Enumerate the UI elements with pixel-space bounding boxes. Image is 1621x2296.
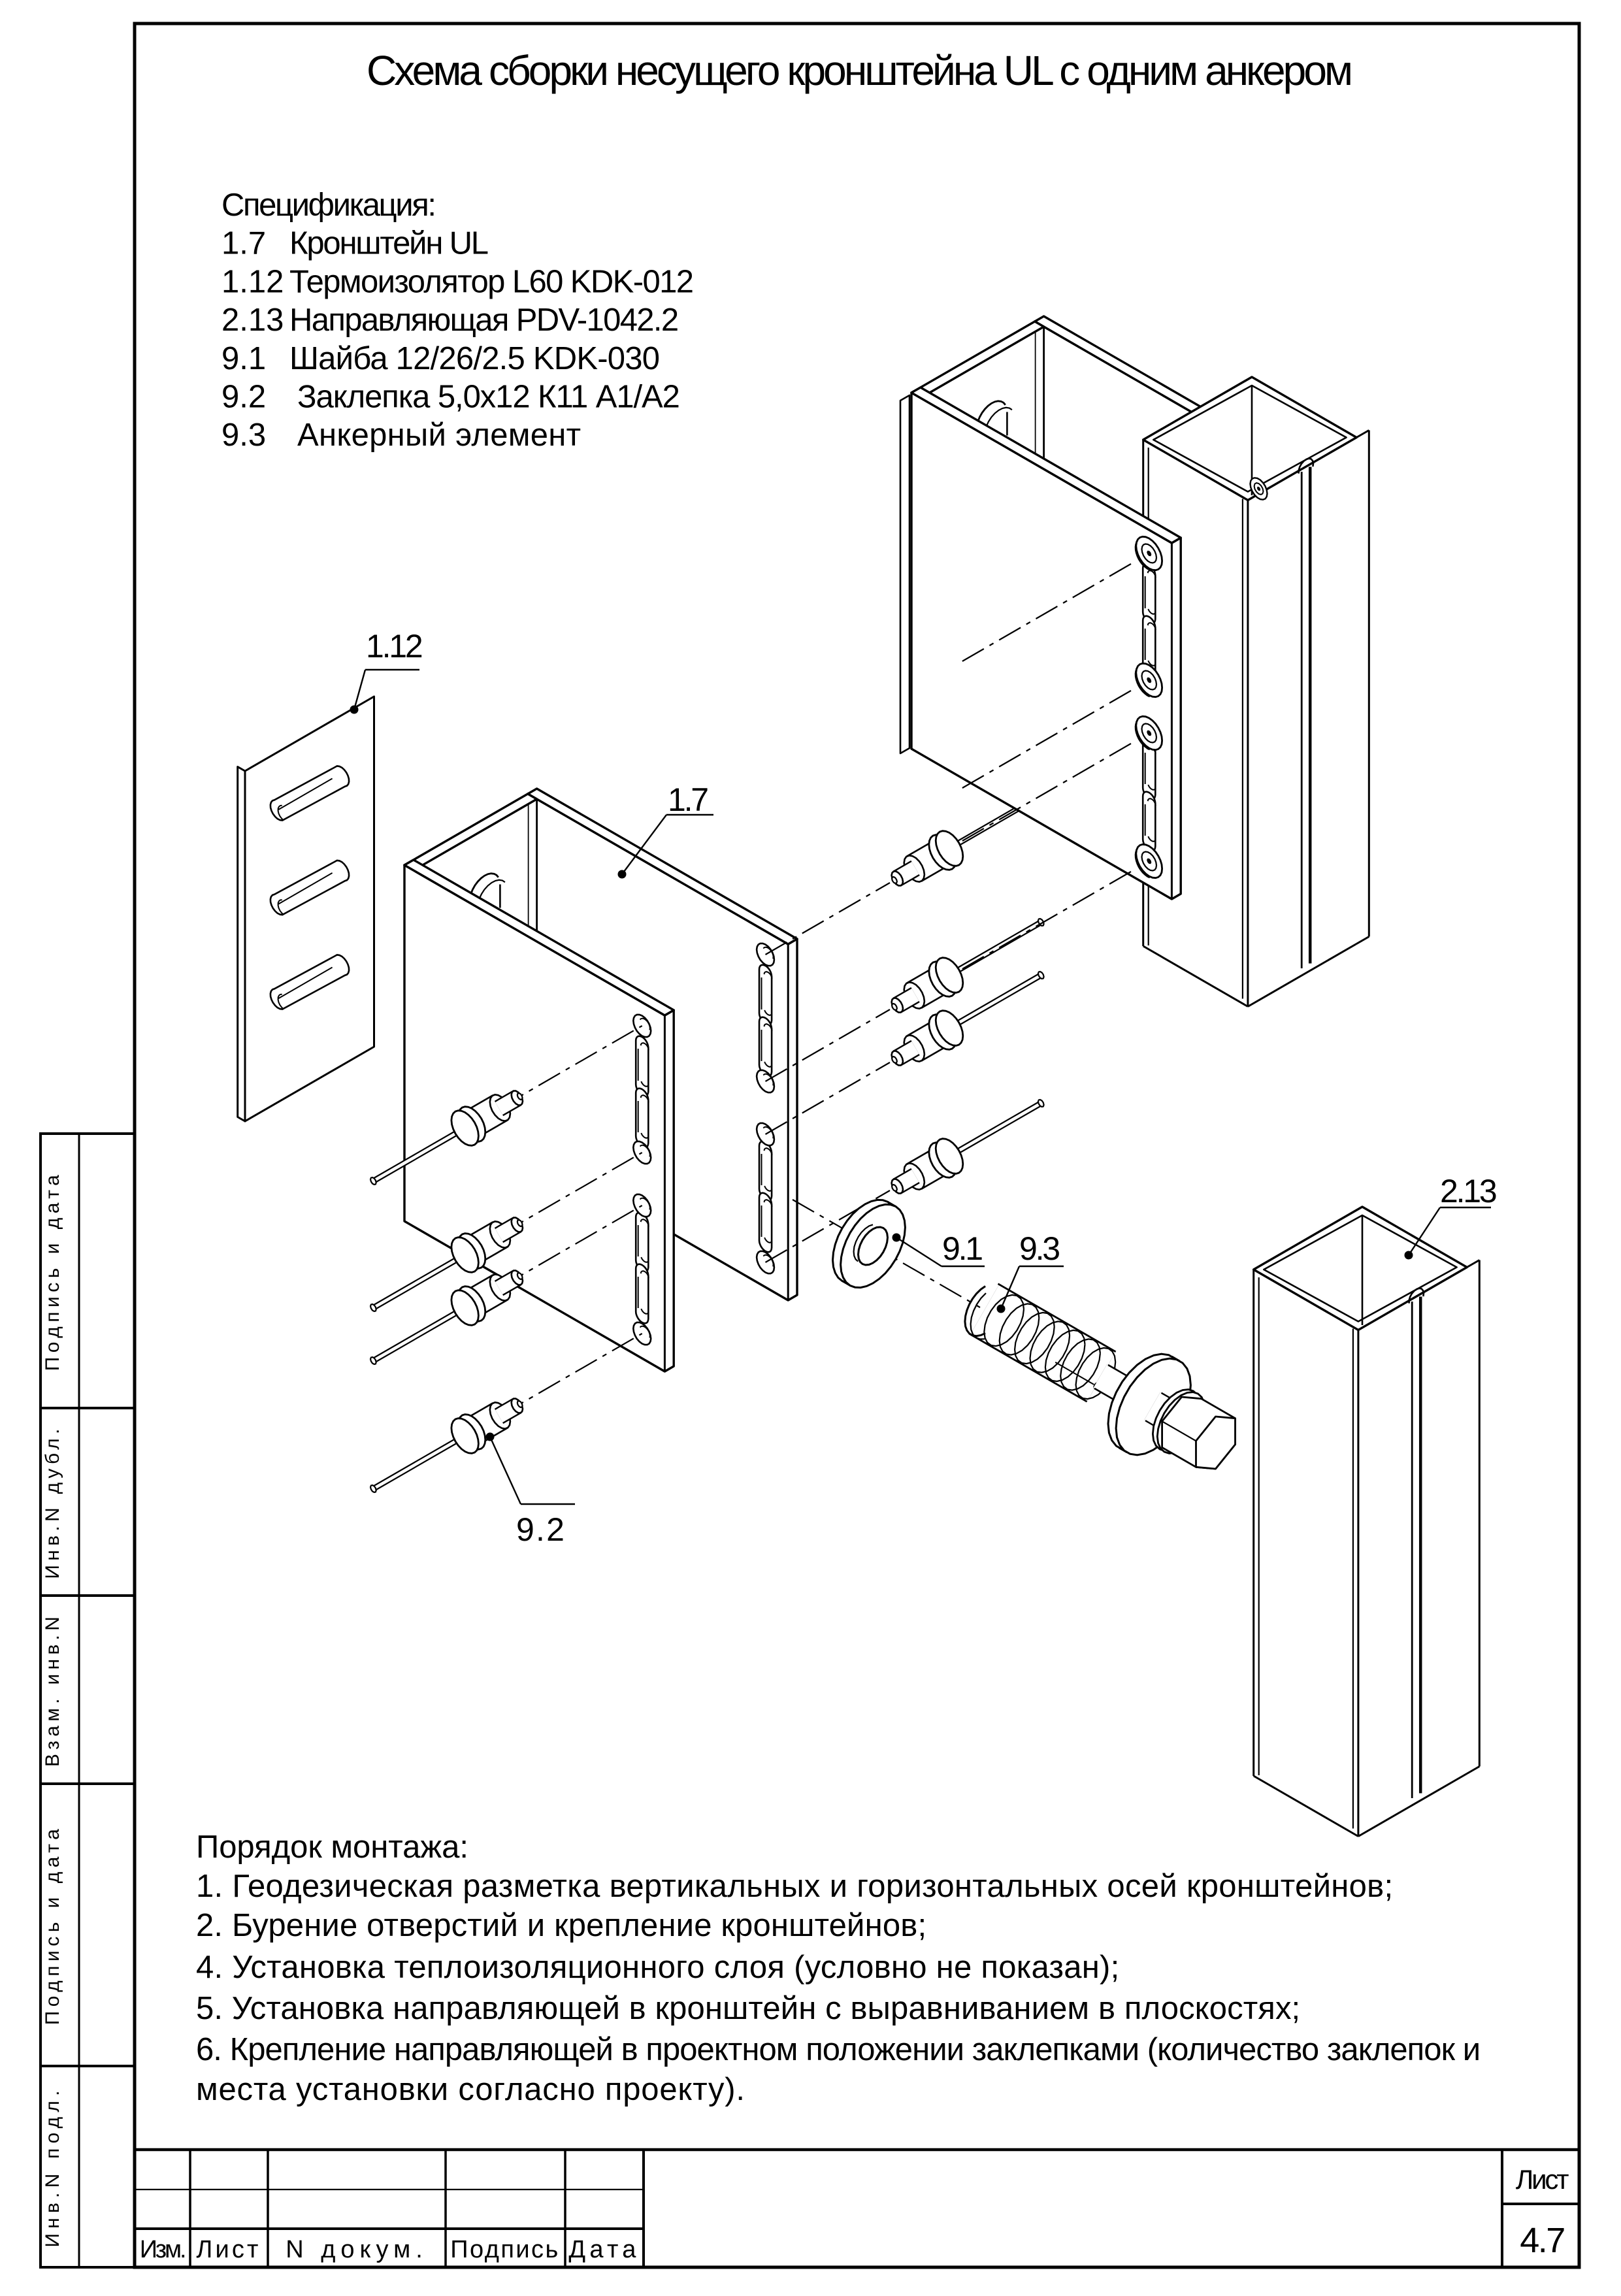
- svg-text:Кронштейн UL: Кронштейн UL: [289, 226, 488, 261]
- svg-text:Инв.N дубл.: Инв.N дубл.: [42, 1424, 63, 1579]
- svg-text:Анкерный элемент: Анкерный элемент: [297, 418, 581, 453]
- svg-text:Подпись и дата: Подпись и дата: [42, 1825, 63, 2025]
- svg-text:Шайба 12/26/2.5 KDK-030: Шайба 12/26/2.5 KDK-030: [289, 341, 659, 376]
- svg-text:места установки согласно проек: места установки согласно проекту).: [196, 2072, 745, 2107]
- svg-text:9.3: 9.3: [1019, 1230, 1059, 1267]
- svg-text:1. Геодезическая разметка верт: 1. Геодезическая разметка вертикальных и…: [196, 1869, 1393, 1904]
- svg-text:2.13: 2.13: [221, 303, 284, 338]
- svg-text:5. Установка направляющей в кр: 5. Установка направляющей в кронштейн с …: [196, 1991, 1300, 2026]
- svg-text:9.2: 9.2: [221, 380, 266, 415]
- svg-text:Подпись: Подпись: [450, 2236, 559, 2263]
- svg-text:Термоизолятор L60 KDK-012: Термоизолятор L60 KDK-012: [289, 264, 693, 299]
- svg-text:4. Установка теплоизоляционног: 4. Установка теплоизоляционного слоя (ус…: [196, 1950, 1120, 1985]
- svg-text:Изм.: Изм.: [140, 2236, 185, 2263]
- svg-text:2. Бурение отверстий и креплен: 2. Бурение отверстий и крепление кронште…: [196, 1908, 926, 1943]
- svg-text:Спецификация:: Спецификация:: [221, 188, 435, 223]
- svg-text:1.12: 1.12: [366, 628, 422, 664]
- svg-text:Заклепка 5,0х12 К11 А1/А2: Заклепка 5,0х12 К11 А1/А2: [297, 380, 680, 415]
- svg-text:9.2: 9.2: [516, 1511, 566, 1548]
- svg-text:Схема сборки несущего кронштей: Схема сборки несущего кронштейна UL с од…: [367, 47, 1351, 94]
- svg-text:Порядок монтажа:: Порядок монтажа:: [196, 1829, 468, 1865]
- svg-text:Лист: Лист: [196, 2236, 261, 2263]
- svg-text:9.3: 9.3: [221, 418, 266, 453]
- svg-text:Взам. инв.N: Взам. инв.N: [42, 1613, 63, 1767]
- svg-text:N докум.: N докум.: [286, 2236, 428, 2263]
- svg-text:1.7: 1.7: [668, 781, 708, 818]
- svg-text:Дата: Дата: [568, 2236, 640, 2263]
- svg-text:Инв.N подл.: Инв.N подл.: [42, 2086, 63, 2247]
- svg-text:Направляющая PDV-1042.2: Направляющая PDV-1042.2: [289, 303, 678, 338]
- svg-text:9.1: 9.1: [942, 1230, 982, 1267]
- svg-text:2.13: 2.13: [1440, 1173, 1496, 1209]
- svg-text:6. Крепление направляющей в пр: 6. Крепление направляющей в проектном по…: [196, 2032, 1480, 2067]
- svg-text:Подпись и дата: Подпись и дата: [42, 1171, 63, 1371]
- svg-text:1.12: 1.12: [221, 264, 284, 299]
- svg-text:4.7: 4.7: [1520, 2221, 1564, 2260]
- svg-text:Лист: Лист: [1516, 2164, 1569, 2195]
- svg-text:9.1: 9.1: [221, 341, 266, 376]
- svg-text:1.7: 1.7: [221, 226, 266, 261]
